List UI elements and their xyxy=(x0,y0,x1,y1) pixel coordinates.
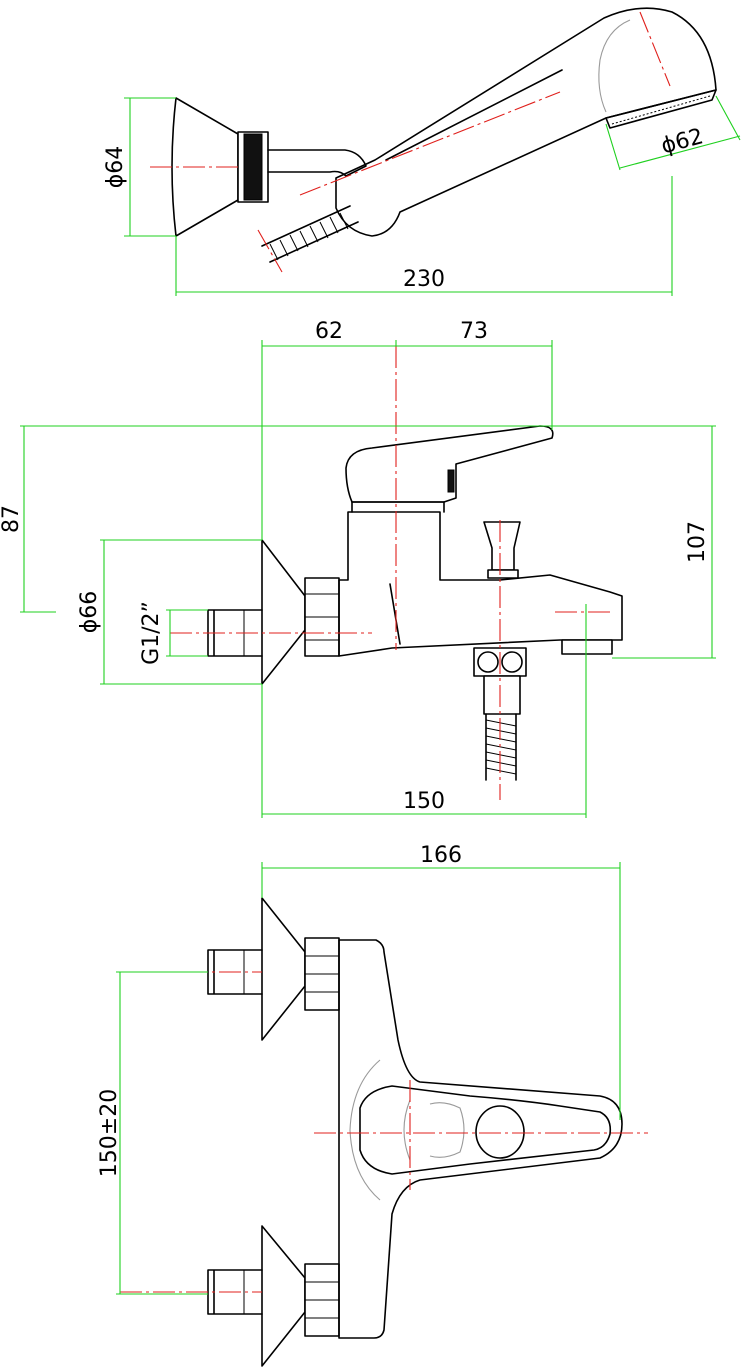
dim-head-diameter: ϕ62 xyxy=(659,124,707,159)
upper-inlet xyxy=(207,949,263,995)
holder-arm xyxy=(267,149,367,177)
dim-spout-length: 150 xyxy=(403,789,445,814)
dim-handle-offset: 62 xyxy=(315,319,343,344)
dim-line-width xyxy=(261,862,621,1120)
spout-outlet xyxy=(561,639,613,655)
hex-nut-faces xyxy=(305,593,339,641)
dim-line-head xyxy=(605,95,741,171)
lever-cut-out xyxy=(475,1105,525,1159)
dim-line-centres xyxy=(116,971,208,1295)
dim-line-total-height xyxy=(612,426,716,659)
lower-nut-faces xyxy=(305,1281,339,1319)
dim-line-thread xyxy=(166,609,208,657)
dim-line-length xyxy=(175,176,673,296)
wall-flange xyxy=(261,539,306,685)
lever-indicator xyxy=(447,469,455,493)
dim-total-height: 107 xyxy=(685,521,710,563)
cartridge-neck xyxy=(351,501,445,513)
shower-hose xyxy=(261,205,359,263)
dim-handle-reach: 73 xyxy=(460,319,488,344)
lever-top-shade xyxy=(403,1099,465,1161)
hose-centre-line xyxy=(257,229,283,273)
dim-line-cup xyxy=(124,97,176,237)
inlet-pipe xyxy=(207,609,263,657)
spray-face-holes xyxy=(611,95,711,125)
dim-handle-height: 87 xyxy=(0,505,24,533)
dim-wall-cup-diameter: ϕ64 xyxy=(103,146,128,189)
shower-body-edge xyxy=(385,69,563,161)
wall-cup xyxy=(171,97,239,237)
hose-connector xyxy=(473,647,527,781)
lower-flange xyxy=(261,1225,306,1367)
dim-overall-length: 230 xyxy=(403,267,445,292)
front-elevation-view: 62 73 87 107 ϕ66 G1/2” 150 xyxy=(0,319,716,818)
hand-shower-view: ϕ64 230 ϕ62 xyxy=(103,7,741,296)
dim-thread: G1/2” xyxy=(139,601,164,665)
shower-head-shade xyxy=(598,19,631,113)
cup-connector-band xyxy=(243,133,263,201)
dim-flange-diameter: ϕ66 xyxy=(77,591,102,634)
body-edge xyxy=(389,583,401,645)
diverter-base xyxy=(487,569,519,579)
lower-inlet xyxy=(207,1269,263,1315)
dim-line-flange xyxy=(100,539,262,685)
shower-body xyxy=(335,7,717,237)
spray-face xyxy=(605,89,717,129)
plan-body xyxy=(338,939,623,1339)
diverter-knob xyxy=(483,521,521,571)
head-centre-line xyxy=(639,11,671,87)
body-shade xyxy=(349,1059,381,1201)
plan-view: 166 150±20 xyxy=(97,843,648,1367)
shower-axis xyxy=(299,91,561,196)
upper-flange xyxy=(261,897,306,1041)
lever-top xyxy=(359,1085,612,1175)
mixer-body xyxy=(338,511,623,657)
dim-line-height xyxy=(20,425,716,613)
dim-overall-width: 166 xyxy=(420,843,462,868)
dim-line-spout xyxy=(261,604,587,818)
upper-nut-faces xyxy=(305,955,339,993)
lever-handle xyxy=(345,425,554,503)
dim-centres: 150±20 xyxy=(97,1089,122,1177)
dim-line-top xyxy=(261,340,553,540)
